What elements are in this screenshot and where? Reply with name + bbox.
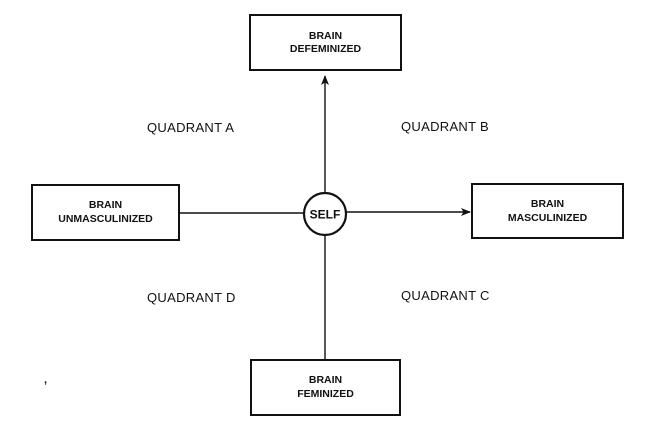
box-top-line2: DEFEMINIZED <box>290 43 362 55</box>
box-brain-feminized: BRAIN FEMINIZED <box>250 359 401 416</box>
quadrant-d-label: QUADRANT D <box>147 290 236 305</box>
box-left-line1: BRAIN <box>89 199 122 211</box>
self-label: SELF <box>310 208 341 222</box>
quadrant-b-label: QUADRANT B <box>401 119 489 134</box>
box-brain-masculinized: BRAIN MASCULINIZED <box>471 183 624 239</box>
box-brain-unmasculinized: BRAIN UNMASCULINIZED <box>31 184 180 241</box>
box-bottom-line1: BRAIN <box>309 374 342 386</box>
stray-mark: , <box>44 374 47 386</box>
box-right-line2: MASCULINIZED <box>508 212 588 224</box>
quadrant-a-label: QUADRANT A <box>147 120 234 135</box>
self-node: SELF <box>302 191 348 237</box>
box-left-line2: UNMASCULINIZED <box>58 213 153 225</box>
quadrant-c-label: QUADRANT C <box>401 288 490 303</box>
box-top-line1: BRAIN <box>309 30 342 42</box>
box-brain-defeminized: BRAIN DEFEMINIZED <box>249 14 402 71</box>
box-right-line1: BRAIN <box>531 198 564 210</box>
box-bottom-line2: FEMINIZED <box>297 388 354 400</box>
